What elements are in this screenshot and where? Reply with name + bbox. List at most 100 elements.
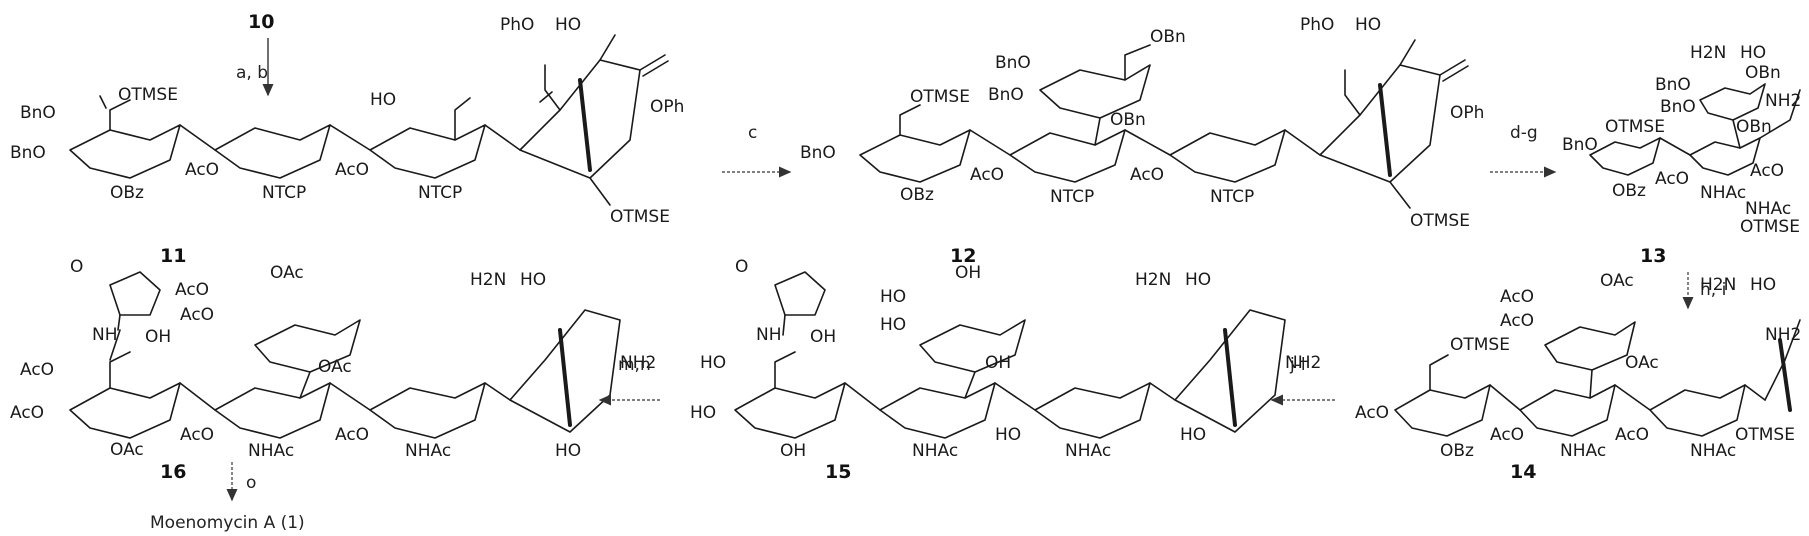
step-o-label: o bbox=[246, 473, 256, 493]
c16-label-10: OAc bbox=[318, 357, 352, 377]
c16-label-5: AcO bbox=[180, 305, 214, 325]
c11-label-5: NTCP bbox=[262, 183, 306, 203]
step-jl-label: j-l bbox=[1289, 355, 1306, 375]
c13-label-13: NH2 bbox=[1765, 91, 1801, 111]
c11-label-10: HO bbox=[555, 15, 581, 35]
c14-label-8: NHAc bbox=[1560, 441, 1606, 461]
c11-label-6: HO bbox=[370, 90, 396, 110]
c12-label-4: BnO bbox=[800, 143, 836, 163]
c15-label-13: H2N bbox=[1135, 270, 1171, 290]
c16-label-4: AcO bbox=[175, 280, 209, 300]
c15-label-4: HO bbox=[690, 403, 716, 423]
c16-label-0: O bbox=[70, 257, 83, 277]
c12-label-8: NTCP bbox=[1050, 187, 1094, 207]
c14-label-6: AcO bbox=[1490, 425, 1524, 445]
c14-label-10: NHAc bbox=[1690, 441, 1736, 461]
c15-label-11: HO bbox=[995, 425, 1021, 445]
c11-label-1: OTMSE bbox=[118, 85, 178, 105]
c14-label-1: AcO bbox=[1500, 287, 1534, 307]
c16-label-8: OAc bbox=[110, 440, 144, 460]
c13-label-7: OBn bbox=[1736, 117, 1772, 137]
compound-13-labels: OBn BnO BnO OTMSE BnO OBz AcO OBn NHAc A… bbox=[1562, 43, 1801, 237]
c11-label-3: OBz bbox=[110, 183, 144, 203]
step-dg-label: d-g bbox=[1510, 123, 1538, 143]
c15-label-7: HO bbox=[880, 287, 906, 307]
c14-label-7: OAc bbox=[1625, 353, 1659, 373]
c12-label-2: BnO bbox=[988, 85, 1024, 105]
c15-label-12: NHAc bbox=[1065, 441, 1111, 461]
c13-label-1: BnO bbox=[1655, 75, 1691, 95]
c12-label-13: OPh bbox=[1450, 103, 1484, 123]
c16-label-6: AcO bbox=[20, 360, 54, 380]
c12-label-3: OTMSE bbox=[910, 87, 970, 107]
compound-16-labels: O NH OH OAc AcO AcO AcO AcO OAc AcO OAc … bbox=[10, 257, 656, 461]
product-name: Moenomycin A (1) bbox=[150, 513, 305, 533]
step-ab-label: a, b bbox=[236, 63, 268, 83]
compound-13-number: 13 bbox=[1640, 245, 1666, 267]
c13-label-0: OBn bbox=[1745, 63, 1781, 83]
c13-label-3: OTMSE bbox=[1605, 117, 1665, 137]
c16-label-1: NH bbox=[92, 325, 118, 345]
c11-label-9: PhO bbox=[500, 15, 534, 35]
compound-15-number: 15 bbox=[825, 461, 851, 483]
c16-label-11: NHAc bbox=[248, 441, 294, 461]
c14-label-3: OTMSE bbox=[1450, 335, 1510, 355]
c15-label-6: OH bbox=[955, 263, 981, 283]
c14-label-11: H2N bbox=[1700, 275, 1736, 295]
c12-label-0: OBn bbox=[1150, 27, 1186, 47]
c11-label-2: BnO bbox=[10, 143, 46, 163]
step-mn-label: m,n bbox=[618, 355, 651, 375]
c16-label-14: H2N bbox=[470, 270, 506, 290]
c15-label-3: HO bbox=[700, 353, 726, 373]
c16-label-13: NHAc bbox=[405, 441, 451, 461]
c12-label-6: AcO bbox=[970, 165, 1004, 185]
c14-label-0: OAc bbox=[1600, 271, 1634, 291]
c15-label-8: HO bbox=[880, 315, 906, 335]
c12-label-1: BnO bbox=[995, 53, 1031, 73]
c12-label-5: OBz bbox=[900, 185, 934, 205]
c15-label-5: OH bbox=[780, 441, 806, 461]
c16-label-17: HO bbox=[555, 441, 581, 461]
c16-label-3: OAc bbox=[270, 263, 304, 283]
compound-16-number: 16 bbox=[160, 461, 186, 483]
c14-label-5: OBz bbox=[1440, 441, 1474, 461]
c16-label-12: AcO bbox=[335, 425, 369, 445]
c15-label-0: O bbox=[735, 257, 748, 277]
c13-label-8: NHAc bbox=[1700, 183, 1746, 203]
c14-label-4: AcO bbox=[1355, 403, 1389, 423]
c13-label-2: BnO bbox=[1660, 97, 1696, 117]
c11-label-8: NTCP bbox=[418, 183, 462, 203]
c16-label-7: AcO bbox=[10, 403, 44, 423]
c15-label-9: OH bbox=[985, 353, 1011, 373]
c13-label-9: AcO bbox=[1750, 161, 1784, 181]
c12-label-11: PhO bbox=[1300, 15, 1334, 35]
c13-label-6: AcO bbox=[1655, 169, 1689, 189]
c13-label-12: HO bbox=[1740, 43, 1766, 63]
c11-label-4: AcO bbox=[185, 160, 219, 180]
c11-label-0: BnO bbox=[20, 103, 56, 123]
step-c-label: c bbox=[748, 123, 757, 143]
c12-label-12: HO bbox=[1355, 15, 1381, 35]
c11-label-7: AcO bbox=[335, 160, 369, 180]
compound-14-number: 14 bbox=[1510, 461, 1536, 483]
c12-label-10: NTCP bbox=[1210, 187, 1254, 207]
c15-label-14: HO bbox=[1185, 270, 1211, 290]
c14-label-9: AcO bbox=[1615, 425, 1649, 445]
start-reagent-number: 10 bbox=[248, 11, 274, 33]
c13-label-10: NHAc bbox=[1745, 199, 1791, 219]
c15-label-2: OH bbox=[810, 327, 836, 347]
c16-label-2: OH bbox=[145, 327, 171, 347]
c11-label-11: OPh bbox=[650, 97, 684, 117]
c14-label-12: HO bbox=[1750, 275, 1776, 295]
c13-label-11: H2N bbox=[1690, 43, 1726, 63]
c15-label-1: NH bbox=[756, 325, 782, 345]
c12-label-9: AcO bbox=[1130, 165, 1164, 185]
c16-label-15: HO bbox=[520, 270, 546, 290]
c14-label-2: AcO bbox=[1500, 311, 1534, 331]
c15-label-16: HO bbox=[1180, 425, 1206, 445]
compound-16-structure bbox=[70, 272, 620, 438]
c12-label-7: OBn bbox=[1110, 110, 1146, 130]
c13-label-5: OBz bbox=[1612, 181, 1646, 201]
c15-label-10: NHAc bbox=[912, 441, 958, 461]
